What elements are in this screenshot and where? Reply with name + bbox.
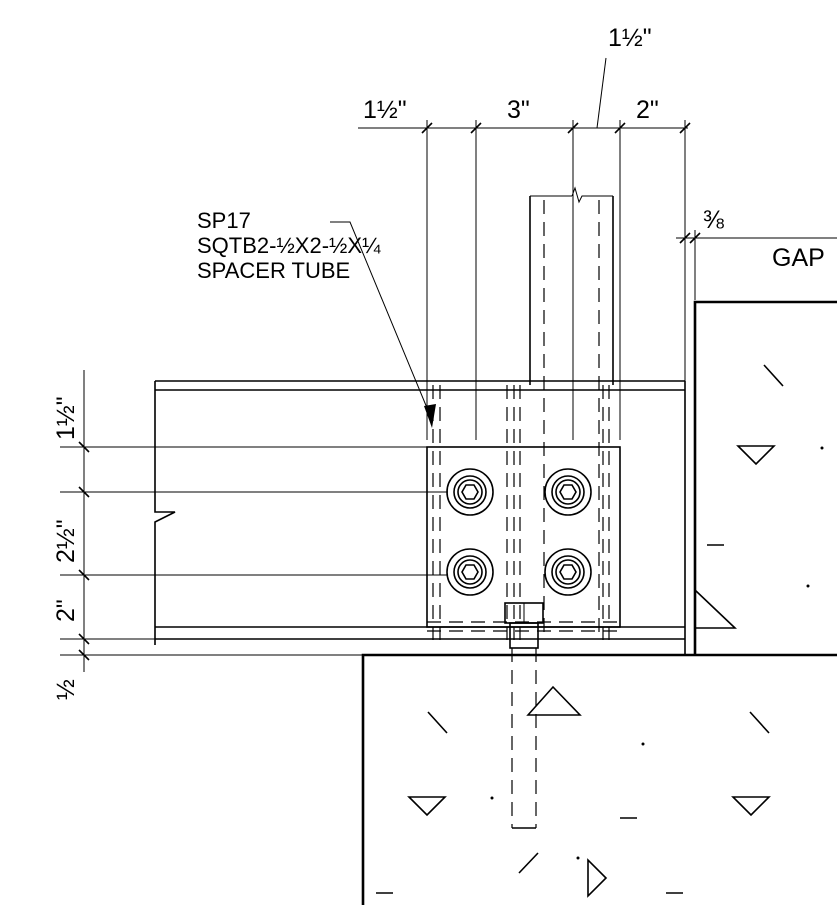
gap-dimension: ⅜ GAP xyxy=(676,206,837,300)
spacer-tube-callout: SP17 SQTB2-½X2-½X¼ SPACER TUBE xyxy=(197,208,436,428)
bolt-top-right xyxy=(544,468,592,516)
concrete-wall xyxy=(693,300,837,655)
bolt-group xyxy=(446,468,592,596)
top-dimension-string: 1½" 3" 1½" 2" xyxy=(358,24,691,440)
left-dimension-string: 1½" 2½" 2" ½ xyxy=(52,370,448,700)
callout-line-2: SQTB2-½X2-½X¼ xyxy=(197,233,381,258)
callout-line-3: SPACER TUBE xyxy=(197,258,350,283)
column-post xyxy=(529,186,614,640)
callout-line-1: SP17 xyxy=(197,208,251,233)
gap-fraction-label: ⅜ xyxy=(703,206,724,234)
dimension-left-3: 2" xyxy=(52,599,80,622)
concrete-foundation xyxy=(361,653,837,905)
dimension-left-2: 2½" xyxy=(52,519,80,563)
bolt-top-left xyxy=(446,468,494,516)
dimension-top-1: 1½" xyxy=(363,96,407,124)
bolt-bottom-left xyxy=(446,548,494,596)
dimension-left-4: ½ xyxy=(52,679,80,700)
dimension-top-2: 3" xyxy=(507,96,530,124)
callout-arrowhead xyxy=(424,404,436,428)
dimension-top-4: 2" xyxy=(636,96,659,124)
bolt-bottom-right xyxy=(544,548,592,596)
dimension-left-1: 1½" xyxy=(52,396,80,440)
anchor-rod xyxy=(504,602,544,829)
dimension-top-3: 1½" xyxy=(608,24,652,52)
gap-label: GAP xyxy=(772,244,825,272)
horizontal-beam xyxy=(154,380,686,655)
spacer-tube xyxy=(426,385,621,640)
